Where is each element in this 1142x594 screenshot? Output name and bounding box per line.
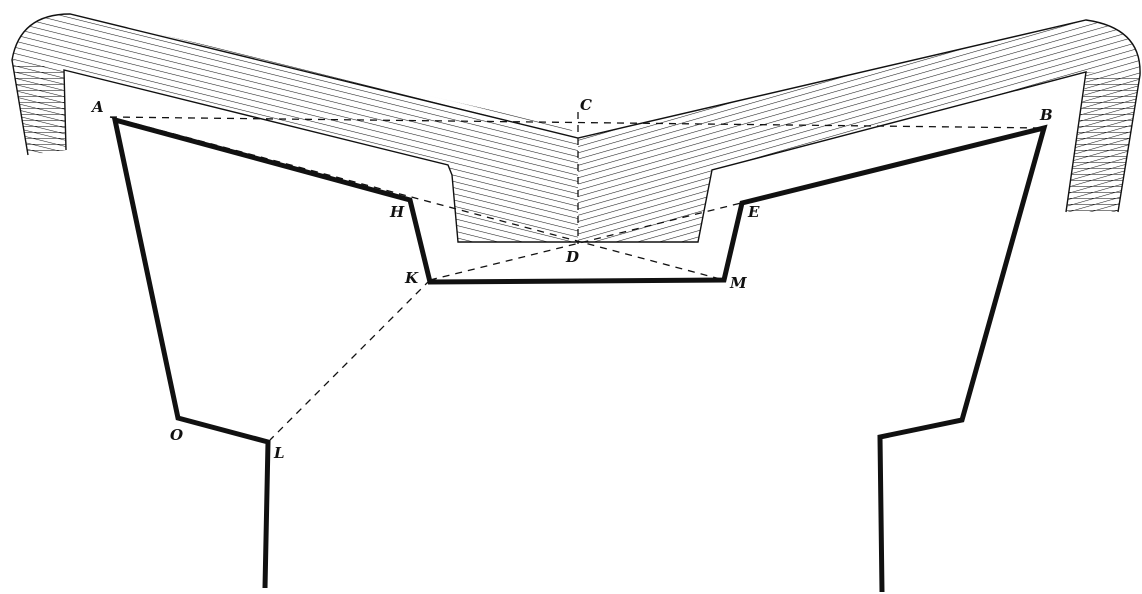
- line-K-L: [269, 279, 431, 441]
- label-M: M: [729, 274, 747, 292]
- rampart-right-flank: [1066, 72, 1140, 212]
- rampart-inner-edge: [63, 69, 1087, 243]
- label-L: L: [273, 444, 285, 462]
- label-C: C: [580, 96, 592, 114]
- label-D: D: [565, 248, 579, 266]
- rampart-left-section: [12, 14, 578, 242]
- label-K: K: [404, 269, 419, 287]
- bastion-trace: [111, 116, 1048, 593]
- line-K-B: [429, 127, 1045, 281]
- left-bastion-outline: [111, 116, 1048, 593]
- label-B: B: [1039, 106, 1053, 124]
- point-labels: A B C D E H K M O L: [90, 96, 1053, 462]
- label-H: H: [389, 203, 405, 221]
- rampart-left-flank: [12, 60, 66, 155]
- rampart-hatched-band: [11, 13, 1141, 243]
- label-O: O: [170, 426, 183, 444]
- label-A: A: [90, 98, 104, 116]
- label-E: E: [747, 203, 760, 221]
